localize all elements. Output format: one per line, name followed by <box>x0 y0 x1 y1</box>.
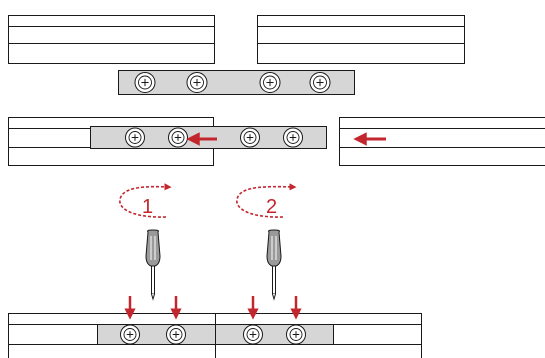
phillips-screw-icon <box>283 127 303 148</box>
step-label-1: 1 <box>142 196 153 218</box>
phillips-screw-icon <box>286 324 306 345</box>
phillips-screw-icon <box>168 127 188 148</box>
rail-right-mid <box>339 117 545 166</box>
rail-right-top <box>257 15 465 64</box>
rotation-arrow-icon <box>236 183 297 218</box>
phillips-screw-icon <box>243 324 263 345</box>
phillips-screw-icon <box>186 72 208 93</box>
phillips-screw-icon <box>120 324 140 345</box>
tighten-arrows <box>124 296 302 320</box>
phillips-screw-icon <box>259 72 281 93</box>
rail-left-top <box>8 15 215 64</box>
screwdriver-icon <box>266 229 282 301</box>
screw-group-inserting <box>125 127 303 148</box>
phillips-screw-icon <box>309 72 331 93</box>
step-label-2: 2 <box>266 196 277 218</box>
rotation-arrow-icon <box>119 183 172 218</box>
phillips-screw-icon <box>134 72 156 93</box>
screw-group-fixed <box>120 324 306 345</box>
phillips-screw-icon <box>125 127 145 148</box>
screw-group-loose <box>134 72 331 93</box>
phillips-screw-icon <box>240 127 260 148</box>
phillips-screw-icon <box>166 324 186 345</box>
screwdriver-icon <box>145 229 161 301</box>
